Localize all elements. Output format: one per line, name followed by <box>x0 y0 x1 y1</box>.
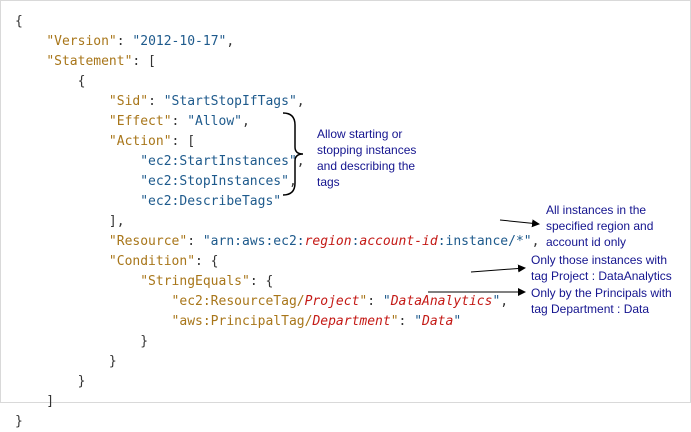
code-token: "Action" <box>108 134 172 149</box>
code-line: } <box>15 412 539 432</box>
code-token: "Version" <box>46 34 117 49</box>
code-token: : <box>148 94 164 109</box>
iam-policy-json: { "Version": "2012-10-17", "Statement": … <box>15 12 539 432</box>
code-token: ] <box>15 394 55 409</box>
code-token: : <box>398 314 415 329</box>
code-token: "Statement" <box>46 54 133 69</box>
code-token: " <box>382 294 391 309</box>
code-token: :instance/*" <box>437 234 532 249</box>
code-line: "ec2:StopInstances", <box>15 172 539 192</box>
code-token: : <box>351 234 360 249</box>
code-token: , <box>296 94 305 109</box>
code-line: { <box>15 72 539 92</box>
code-token: } <box>15 374 86 389</box>
code-token: "StartStopIfTags" <box>163 94 297 109</box>
code-line: "Effect": "Allow", <box>15 112 539 132</box>
actions-annotation: Allow starting or stopping instances and… <box>317 126 416 190</box>
code-token: "Condition" <box>108 254 196 269</box>
code-line: "Resource": "arn:aws:ec2:region:account-… <box>15 232 540 252</box>
code-line: } <box>15 352 539 372</box>
code-token: : <box>187 234 203 249</box>
code-token: "Resource" <box>108 234 188 249</box>
code-token: region <box>304 234 352 249</box>
code-token: " <box>390 314 399 329</box>
project-annotation-line: Only those instances with <box>531 253 668 267</box>
code-line: "ec2:StartInstances", <box>15 152 539 172</box>
code-token: { <box>15 74 86 89</box>
code-token: "ec2:DescribeTags" <box>140 194 282 209</box>
code-token: : [ <box>171 134 196 149</box>
code-token: : <box>171 114 188 129</box>
project-annotation-line: tag Project : DataAnalytics <box>531 269 672 283</box>
code-line: } <box>15 372 539 392</box>
annotation-arrows <box>282 112 540 296</box>
code-token: "Sid" <box>108 94 149 109</box>
code-token: "arn:aws:ec2: <box>202 234 305 249</box>
code-line: "ec2:ResourceTag/Project": "DataAnalytic… <box>15 292 539 312</box>
code-token: "ec2:StopInstances" <box>140 174 289 189</box>
code-token: DataAnalytics <box>390 294 493 309</box>
code-token: , <box>242 114 250 129</box>
code-token: : { <box>195 254 219 269</box>
code-line: ], <box>15 212 539 232</box>
code-token: "2012-10-17" <box>132 34 227 49</box>
project-annotation: Only those instances with tag Project : … <box>531 252 672 284</box>
actions-annotation-line: tags <box>317 175 340 189</box>
code-token: { <box>15 14 23 29</box>
project-arrow <box>470 264 526 273</box>
code-line: "Statement": [ <box>15 52 539 72</box>
code-line: "Version": "2012-10-17", <box>15 32 539 52</box>
code-token: "ec2:ResourceTag/ <box>171 294 305 309</box>
code-token: Department <box>312 314 391 329</box>
department-annotation-line: tag Department : Data <box>531 302 650 316</box>
code-token: , <box>296 154 305 169</box>
code-line: "Condition": { <box>15 252 539 272</box>
code-token: " <box>414 314 423 329</box>
actions-annotation-line: and describing the <box>317 159 416 173</box>
code-token: " <box>359 294 368 309</box>
code-token: " <box>492 294 501 309</box>
code-token: } <box>15 334 149 349</box>
code-token: Data <box>422 314 454 329</box>
code-line: "StringEquals": { <box>15 272 539 292</box>
code-token: "Allow" <box>187 114 242 129</box>
resource-annotation-line: specified region and <box>546 219 654 233</box>
resource-arrow <box>499 219 540 228</box>
code-token: account-id <box>359 234 438 249</box>
code-token: : [ <box>132 54 156 69</box>
resource-annotation-line: account id only <box>546 235 627 249</box>
code-token: , <box>288 174 297 189</box>
code-token: ], <box>15 214 125 229</box>
code-token: : { <box>249 274 274 289</box>
code-line: } <box>15 332 539 352</box>
code-token: "ec2:StartInstances" <box>140 154 297 169</box>
code-token: " <box>453 314 462 329</box>
actions-annotation-line: stopping instances <box>317 143 417 157</box>
code-token: } <box>15 354 117 369</box>
code-token: , <box>531 234 540 249</box>
code-line: "Sid": "StartStopIfTags", <box>15 92 539 112</box>
resource-annotation: All instances in the specified region an… <box>546 202 653 250</box>
code-line: "Action": [ <box>15 132 539 152</box>
code-token: "StringEquals" <box>140 274 250 289</box>
department-annotation: Only by the Principals with tag Departme… <box>531 285 672 317</box>
code-token: } <box>15 414 23 429</box>
code-line: { <box>15 12 539 32</box>
code-token: , <box>226 34 235 49</box>
code-token: "Effect" <box>108 114 172 129</box>
code-line: "aws:PrincipalTag/Department": "Data" <box>15 312 539 332</box>
code-line: "ec2:DescribeTags" <box>15 192 539 212</box>
department-annotation-line: Only by the Principals with <box>531 286 672 300</box>
code-token: "aws:PrincipalTag/ <box>171 314 313 329</box>
code-token: : <box>116 34 133 49</box>
actions-annotation-line: Allow starting or <box>317 127 403 141</box>
code-token: , <box>500 294 509 309</box>
actions-curly-brace <box>282 112 304 196</box>
code-line: ] <box>15 392 539 412</box>
resource-annotation-line: All instances in the <box>546 203 647 217</box>
code-token: : <box>367 294 383 309</box>
code-token: Project <box>304 294 360 309</box>
